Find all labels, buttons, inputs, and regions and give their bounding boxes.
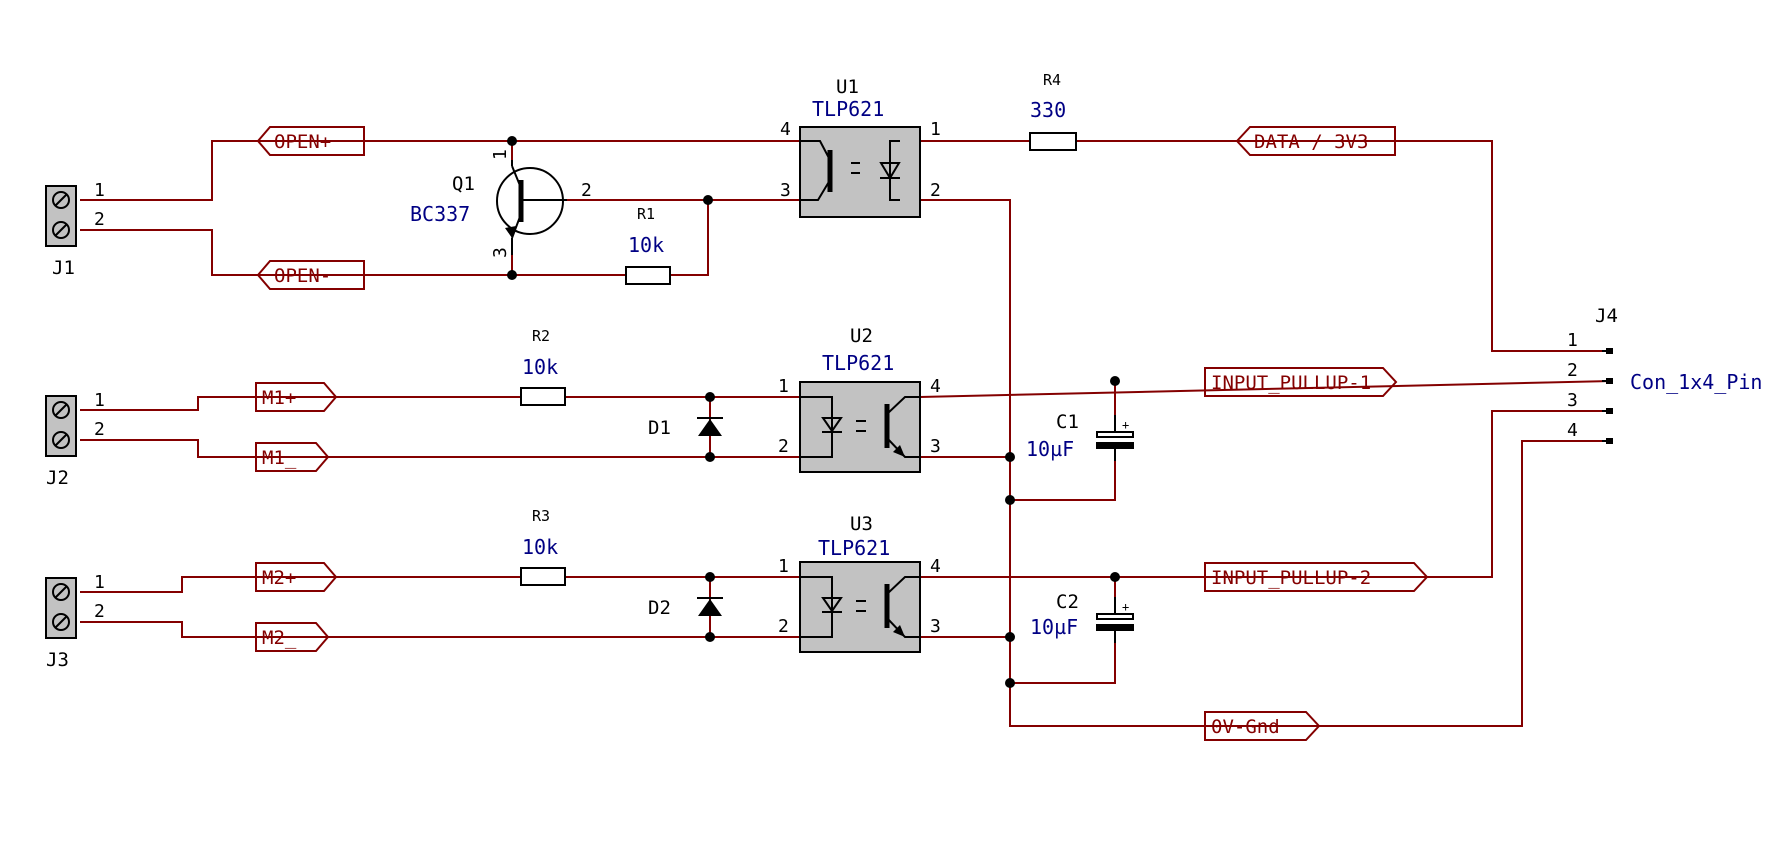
j4-pin3: 3: [1567, 390, 1578, 411]
junctions: [507, 136, 1120, 688]
j2-pin1: 1: [94, 390, 105, 411]
d1-ref: D1: [648, 417, 671, 439]
capacitor-c2: + C2 10µF: [1030, 591, 1134, 643]
u1-pin1: 1: [930, 119, 941, 140]
j3-ref: J3: [46, 649, 69, 671]
u3-pin2: 2: [778, 616, 789, 637]
label-m2-plus-text: M2+: [262, 567, 296, 589]
j1-ref: J1: [52, 257, 75, 279]
j2-pin2: 2: [94, 419, 105, 440]
connector-j1: 1 2 J1: [45, 180, 105, 279]
resistor-r1: R1 10k: [625, 205, 671, 285]
q1-value: BC337: [410, 202, 470, 226]
label-gnd: 0V-Gnd: [1204, 711, 1321, 741]
r3-value: 10k: [522, 535, 558, 559]
capacitor-c1: + C1 10µF: [1026, 411, 1134, 461]
label-gnd-text: 0V-Gnd: [1211, 716, 1280, 738]
label-open-plus-text: OPEN+: [274, 131, 331, 153]
r4-ref: R4: [1043, 71, 1061, 89]
c1-plus: +: [1122, 418, 1129, 432]
c1-value: 10µF: [1026, 437, 1074, 461]
connector-j3: 1 2 J3: [45, 572, 105, 671]
optocoupler-u1: 4 3 1 2 U1 TLP621: [780, 76, 941, 218]
u3-pin1: 1: [778, 556, 789, 577]
r4-value: 330: [1030, 98, 1066, 122]
label-input-pullup-1: INPUT_PULLUP-1: [1204, 367, 1398, 397]
u3-pin4: 4: [930, 556, 941, 577]
label-m2-minus: M2_: [255, 622, 330, 652]
u1-ref: U1: [836, 76, 859, 98]
u3-ref: U3: [850, 513, 873, 535]
r2-value: 10k: [522, 355, 558, 379]
j4-pin4: 4: [1567, 420, 1578, 441]
q1-pin1: 1: [490, 149, 511, 160]
connector-j2: 1 2 J2: [45, 390, 105, 489]
label-open-minus-text: OPEN-: [274, 265, 331, 287]
u2-ref: U2: [850, 325, 873, 347]
q1-ref: Q1: [452, 173, 475, 195]
q1-pin3: 3: [490, 247, 511, 258]
label-input-pullup-1-text: INPUT_PULLUP-1: [1211, 372, 1371, 394]
j4-pin2: 2: [1567, 360, 1578, 381]
label-m1-plus-text: M1+: [262, 387, 296, 409]
u3-pin3: 3: [930, 616, 941, 637]
j4-value: Con_1x4_Pin: [1630, 370, 1762, 394]
transistor-q1: 1 2 3 Q1 BC337: [410, 149, 592, 258]
u3-value: TLP621: [818, 536, 890, 560]
u1-pin3: 3: [780, 180, 791, 201]
r1-value: 10k: [628, 233, 664, 257]
u2-pin2: 2: [778, 436, 789, 457]
u2-value: TLP621: [822, 351, 894, 375]
j4-pin1: 1: [1567, 330, 1578, 351]
c2-plus: +: [1122, 600, 1129, 614]
r2-ref: R2: [532, 327, 550, 345]
u1-pin2: 2: [930, 180, 941, 201]
label-m1-minus: M1_: [255, 442, 330, 472]
label-m2-plus: M2+: [255, 562, 338, 592]
connector-j4: 1 2 3 4 J4 Con_1x4_Pin: [1567, 305, 1762, 444]
r1-ref: R1: [637, 205, 655, 223]
u1-pin4: 4: [780, 119, 791, 140]
j1-pin2: 2: [94, 209, 105, 230]
label-m1-plus: M1+: [255, 382, 338, 412]
d2-ref: D2: [648, 597, 671, 619]
c2-ref: C2: [1056, 591, 1079, 613]
resistor-r4: R4 330: [1029, 71, 1077, 151]
j3-pin1: 1: [94, 572, 105, 593]
u2-pin4: 4: [930, 376, 941, 397]
q1-pin2: 2: [581, 180, 592, 201]
diode-d1: D1: [648, 417, 723, 439]
j3-pin2: 2: [94, 601, 105, 622]
u2-pin3: 3: [930, 436, 941, 457]
j2-ref: J2: [46, 467, 69, 489]
label-m1-minus-text: M1_: [262, 447, 297, 469]
label-open-minus: OPEN-: [256, 260, 365, 290]
c1-ref: C1: [1056, 411, 1079, 433]
j1-pin1: 1: [94, 180, 105, 201]
label-input-pullup-2: INPUT_PULLUP-2: [1204, 562, 1429, 592]
optocoupler-u3: 1 2 4 3 U3 TLP621: [778, 513, 941, 653]
resistor-r2: R2 10k: [520, 327, 566, 406]
label-m2-minus-text: M2_: [262, 627, 297, 649]
optocoupler-u2: 1 2 4 3 U2 TLP621: [778, 325, 941, 473]
r3-ref: R3: [532, 507, 550, 525]
label-data-3v3-text: DATA / 3V3: [1254, 131, 1368, 153]
label-data-3v3: DATA / 3V3: [1235, 126, 1396, 156]
u1-value: TLP621: [812, 97, 884, 121]
wires: [80, 140, 1613, 727]
diode-d2: D2: [648, 597, 723, 619]
resistor-r3: R3 10k: [520, 507, 566, 586]
u2-pin1: 1: [778, 376, 789, 397]
label-input-pullup-2-text: INPUT_PULLUP-2: [1211, 567, 1371, 589]
c2-value: 10µF: [1030, 615, 1078, 639]
j4-ref: J4: [1595, 305, 1618, 327]
label-open-plus: OPEN+: [256, 126, 365, 156]
